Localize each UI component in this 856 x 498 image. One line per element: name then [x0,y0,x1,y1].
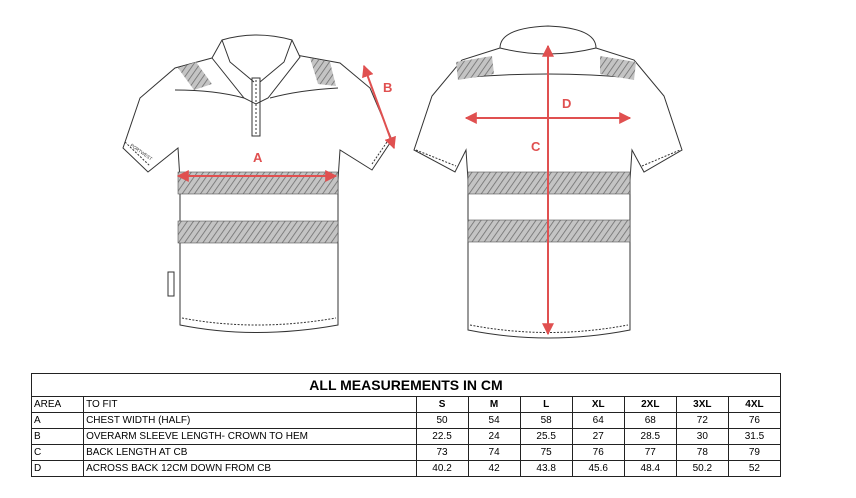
garment-diagram: PORTWEST A B C D [122,25,683,339]
measurements-table: ALL MEASUREMENTS IN CM AREA TO FIT S M L… [30,373,782,477]
cell-value: 22.5 [415,428,469,445]
table-header-row: AREA TO FIT S M L XL 2XL 3XL 4XL [30,396,782,413]
cell-value: 74 [467,444,521,461]
cell-value: 64 [571,412,625,429]
cell-value: 28.5 [623,428,677,445]
header-area: AREA [30,396,85,413]
cell-value: 52 [727,460,782,477]
cell-value: 73 [415,444,469,461]
label-c: C [531,139,541,154]
table-row: A CHEST WIDTH (HALF) 50 54 58 64 68 72 7… [30,412,782,429]
table-title: ALL MEASUREMENTS IN CM [31,373,781,397]
cell-value: 72 [675,412,729,429]
cell-value: 79 [727,444,782,461]
row-area: A [30,412,85,429]
cell-value: 75 [519,444,573,461]
header-size-xl: XL [571,396,625,413]
table-row: B OVERARM SLEEVE LENGTH- CROWN TO HEM 22… [30,428,782,445]
cell-value: 58 [519,412,573,429]
cell-value: 50.2 [675,460,729,477]
label-b: B [383,80,392,95]
row-fit: BACK LENGTH AT CB [83,444,417,461]
cell-value: 77 [623,444,677,461]
cell-value: 68 [623,412,677,429]
cell-value: 76 [571,444,625,461]
cell-value: 43.8 [519,460,573,477]
header-to-fit: TO FIT [83,396,417,413]
cell-value: 76 [727,412,782,429]
header-size-s: S [415,396,469,413]
cell-value: 48.4 [623,460,677,477]
cell-value: 24 [467,428,521,445]
header-size-4xl: 4XL [727,396,782,413]
cell-value: 31.5 [727,428,782,445]
label-a: A [253,150,263,165]
cell-value: 42 [467,460,521,477]
row-area: B [30,428,85,445]
label-d: D [562,96,571,111]
measure-arrows [176,44,632,336]
cell-value: 40.2 [415,460,469,477]
row-area: D [30,460,85,477]
row-fit: OVERARM SLEEVE LENGTH- CROWN TO HEM [83,428,417,445]
row-area: C [30,444,85,461]
header-size-m: M [467,396,521,413]
arrow-b [362,64,396,150]
row-fit: ACROSS BACK 12CM DOWN FROM CB [83,460,417,477]
cell-value: 25.5 [519,428,573,445]
cell-value: 45.6 [571,460,625,477]
cell-value: 50 [415,412,469,429]
cell-value: 78 [675,444,729,461]
table-row: D ACROSS BACK 12CM DOWN FROM CB 40.2 42 … [30,460,782,477]
table-row: C BACK LENGTH AT CB 73 74 75 76 77 78 79 [30,444,782,461]
cell-value: 30 [675,428,729,445]
cell-value: 54 [467,412,521,429]
cell-value: 27 [571,428,625,445]
header-size-3xl: 3XL [675,396,729,413]
header-size-2xl: 2XL [623,396,677,413]
header-size-l: L [519,396,573,413]
back-shoulder-tapes [456,56,636,80]
front-shoulder-tapes [178,58,336,90]
row-fit: CHEST WIDTH (HALF) [83,412,417,429]
